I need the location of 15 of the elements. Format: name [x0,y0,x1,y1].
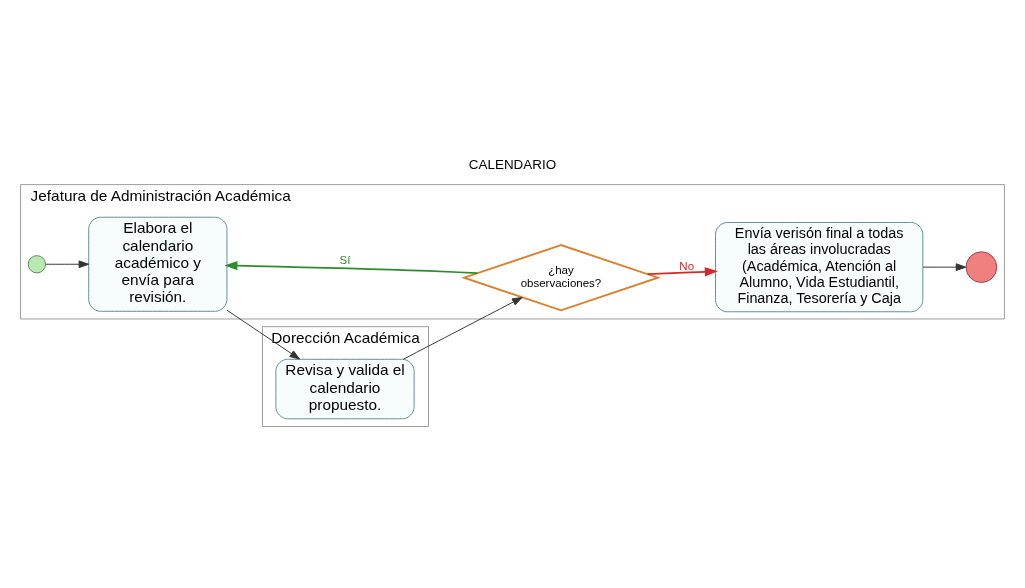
node-box: Elabora el calendario académico y envía para revisión. [88,216,228,312]
node-diamond: ¿hay observaciones? [461,243,661,311]
node-circle [965,250,998,283]
arrow [45,259,90,268]
arrow [224,260,479,274]
arrow [922,262,967,271]
diagram-title: CALENDARIO [468,156,557,172]
edge-label: Sí [339,253,351,266]
edge-label: No [679,259,695,272]
arrow [226,309,301,360]
arrow [402,296,523,360]
node-circle [27,254,46,273]
arrow [646,266,718,276]
node-box: Revisa y valida el calendario propuesto. [275,358,415,419]
node-box: Envía verisón final a todas las áreas involucradas (Académica, Atención al Alumno, Vida Estudiantil, Finanza, Tesorería y Caja [715,221,924,312]
